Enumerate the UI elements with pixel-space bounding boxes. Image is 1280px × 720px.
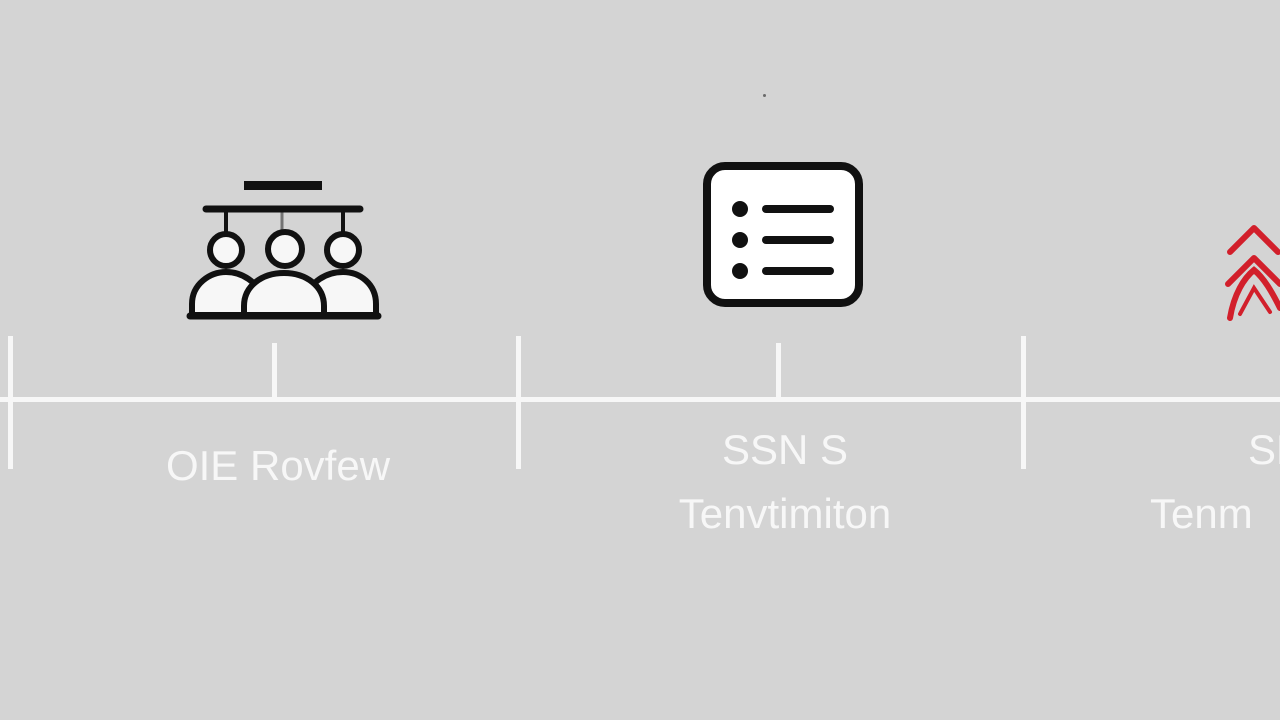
team-meeting-icon xyxy=(186,176,382,322)
stage-1-title: OIE Rovfew xyxy=(165,442,391,489)
timeline-divider xyxy=(8,336,13,469)
timeline-divider xyxy=(516,336,521,469)
stage-2-title: SSN S xyxy=(721,426,849,473)
stray-dot xyxy=(763,94,766,97)
timeline-marker xyxy=(272,343,277,399)
double-chevron-up-icon xyxy=(1222,222,1280,324)
stage-2-subtitle: Tenvtimiton xyxy=(678,490,892,537)
timeline-marker xyxy=(776,343,781,399)
checklist-icon xyxy=(702,161,864,308)
timeline-axis xyxy=(0,397,1280,402)
stage-3-title: SE xyxy=(1248,426,1280,473)
stage-3-subtitle: Tenm xyxy=(1150,490,1253,537)
timeline-divider xyxy=(1021,336,1026,469)
